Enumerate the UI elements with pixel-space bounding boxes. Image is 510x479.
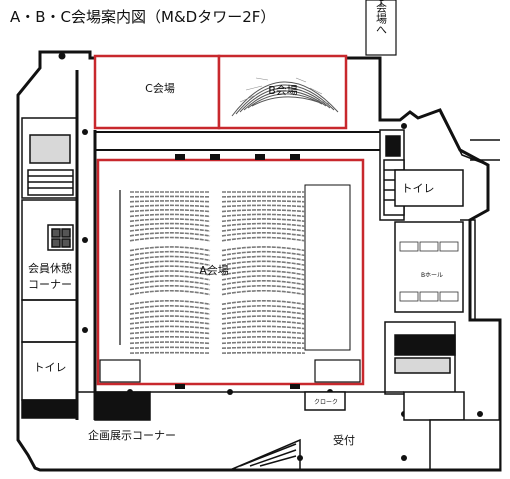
seat-row [129, 204, 211, 208]
seat-row [129, 285, 211, 291]
reception-label: 受付 [333, 434, 355, 447]
seat-row [221, 236, 306, 242]
room-b [217, 54, 348, 130]
seat-row [129, 320, 211, 325]
seat-row [221, 336, 306, 340]
seat-row [221, 310, 306, 315]
seat-row [129, 325, 211, 330]
seat-row [221, 246, 306, 252]
seat-row [221, 320, 306, 325]
seat-row [221, 280, 306, 286]
seat-row [221, 305, 306, 310]
seat-row [221, 250, 306, 257]
lower-concourse [40, 391, 501, 472]
seat-row [221, 275, 306, 281]
seat-row [221, 213, 306, 218]
d-room-direction-label: D会場へ [375, 0, 388, 35]
seat-row [129, 341, 211, 345]
seat-row [221, 222, 306, 227]
left-service-core [21, 117, 78, 419]
seat-row [129, 305, 211, 310]
seat-row [221, 341, 306, 345]
seat-row [221, 255, 306, 262]
seat-row [129, 275, 211, 281]
seat-row [221, 200, 306, 203]
seat-row [221, 299, 306, 306]
seat-row [129, 315, 211, 320]
seat-row [221, 209, 306, 213]
b-hall-tables [399, 241, 459, 302]
seat-row [129, 218, 211, 223]
room-c [93, 54, 221, 130]
seat-row [221, 232, 306, 237]
seat-row [129, 300, 211, 306]
cloak-small-label: クローク [314, 399, 338, 406]
seat-row [129, 250, 211, 257]
seat-row [221, 325, 306, 330]
toilet-right-label: トイレ [402, 182, 435, 195]
seat-row [129, 289, 211, 296]
exhibit-corner-label: 企画展示コーナー [88, 428, 176, 442]
seat-row [221, 284, 306, 291]
seat-row [221, 330, 306, 335]
room-b-label: B会場 [268, 84, 298, 97]
seat-row [129, 209, 211, 213]
lounge-label-line1: 会員休憩 [28, 261, 72, 275]
seat-row [129, 255, 211, 262]
seat-row [221, 260, 306, 267]
seat-row [129, 265, 211, 271]
seat-row [129, 232, 211, 237]
room-c-label: C会場 [145, 82, 175, 95]
seat-row [129, 227, 211, 232]
seat-row [221, 270, 306, 276]
seat-row [129, 336, 211, 340]
d-room-corridor [365, 0, 397, 56]
seat-row [129, 246, 211, 252]
seat-row [129, 200, 211, 203]
seat-row [221, 265, 306, 271]
seat-row [221, 315, 306, 320]
hall-a-seating [129, 191, 306, 354]
seat-row [129, 236, 211, 242]
seat-row [129, 330, 211, 335]
room-a-label: A会場 [199, 264, 229, 277]
map-title: A・B・C会場案内図（M&Dタワー2F） [10, 8, 275, 26]
lounge-label-line2: コーナー [28, 278, 72, 291]
seat-row [129, 222, 211, 227]
left-corridor-walls [75, 70, 97, 420]
seat-row [129, 213, 211, 218]
seat-row [129, 260, 211, 267]
seat-row [221, 346, 306, 350]
right-core [379, 129, 464, 395]
seat-row [221, 289, 306, 296]
seat-row [129, 270, 211, 276]
seat-row [221, 218, 306, 223]
right-annex [439, 111, 500, 320]
seat-row [221, 204, 306, 208]
b-hall-small-label: Bホール [421, 272, 443, 279]
upper-corridor [95, 131, 380, 151]
seat-row [129, 280, 211, 286]
seat-row [129, 310, 211, 315]
toilet-left-label: トイレ [34, 361, 67, 374]
seat-row [129, 346, 211, 350]
seat-row [221, 227, 306, 232]
